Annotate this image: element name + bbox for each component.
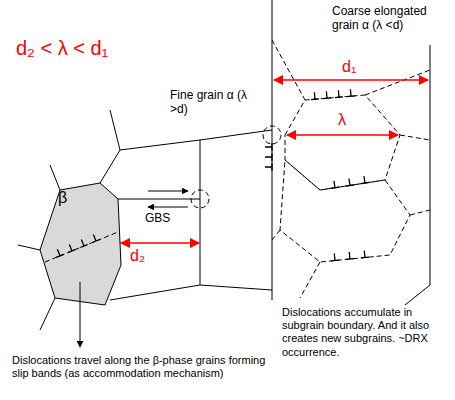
dimension-label: d₁ (342, 57, 356, 76)
note-text: Dislocations accumulate in subgrain boun… (282, 306, 450, 359)
grain-label: Coarse elongated grain α (λ <d) (332, 4, 450, 33)
mechanism-label: GBS (145, 211, 170, 225)
grain-outline (38, 181, 123, 307)
phase-label: β (58, 189, 67, 207)
note-text: Dislocations travel along the β-phase gr… (12, 354, 274, 380)
grain-label: Fine grain α (λ >d) (170, 88, 252, 117)
dimension-label: λ (338, 110, 346, 129)
relation-label: d₂ < λ < d₁ (16, 36, 108, 60)
beta-grain: β (38, 181, 123, 307)
dimension-label: d₂ (130, 246, 145, 265)
